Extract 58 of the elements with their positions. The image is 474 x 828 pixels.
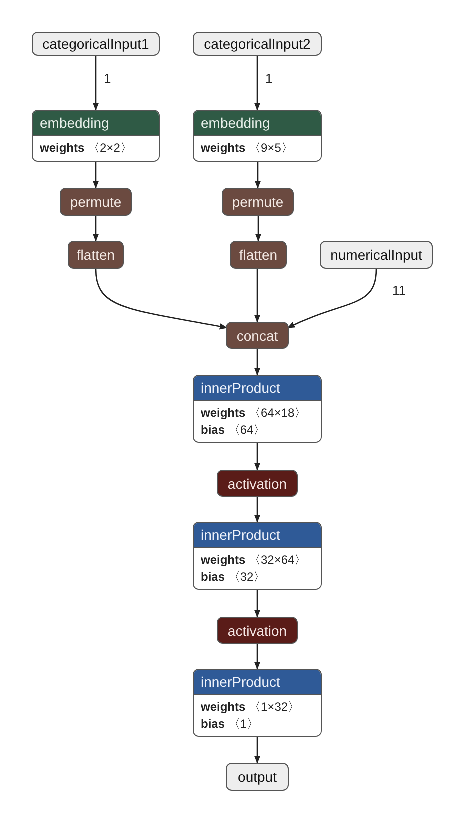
layer-title: permute (232, 194, 284, 210)
layer-box (222, 188, 294, 216)
layer-title: categoricalInput1 (42, 36, 150, 52)
attribute-text: weights 〈2×2〉 (40, 140, 134, 157)
arrow (95, 268, 228, 330)
edge-label: 1 (264, 71, 275, 86)
edge-label: 11 (390, 283, 408, 298)
arrow (254, 497, 261, 523)
layer-box (217, 470, 298, 497)
arrow (92, 56, 100, 111)
arrow (255, 216, 262, 242)
input-box (320, 241, 433, 269)
layer-box (193, 669, 322, 737)
attribute-text: bias 〈1〉 (201, 716, 260, 733)
attribute-text: weights 〈64×18〉 (201, 405, 308, 422)
attribute-text: weights 〈1×32〉 (201, 699, 302, 716)
arrow (254, 162, 262, 189)
layer-box (68, 241, 124, 269)
arrow (254, 443, 261, 471)
layer-box (193, 110, 322, 162)
arrow (254, 644, 261, 670)
attribute-text: bias 〈32〉 (201, 569, 267, 586)
layer-box (193, 522, 322, 590)
layer-title: flatten (239, 247, 278, 263)
attribute-text: weights 〈32×64〉 (201, 552, 308, 569)
arrow (254, 56, 261, 111)
arrow (287, 268, 378, 329)
layer-box (217, 617, 298, 644)
layer-box (230, 241, 287, 269)
layer-title: embedding (40, 115, 110, 131)
layer-title: innerProduct (201, 674, 280, 690)
layer-title: categoricalInput2 (204, 36, 311, 52)
layer-box (32, 110, 160, 162)
input-box (226, 763, 289, 791)
input-box (193, 32, 322, 56)
layer-title: permute (70, 194, 122, 210)
arrow (92, 162, 100, 189)
layer-title: output (238, 769, 277, 785)
layer-box (60, 188, 132, 216)
layer-title: innerProduct (201, 380, 280, 396)
layer-box (226, 322, 289, 349)
layer-title: numericalInput (330, 247, 422, 263)
layer-title: embedding (201, 115, 270, 131)
input-box (32, 32, 160, 56)
arrow (92, 216, 100, 242)
arrow (254, 590, 261, 618)
attribute-text: bias 〈64〉 (201, 422, 267, 439)
layer-title: concat (236, 328, 278, 344)
layer-title: flatten (76, 247, 116, 263)
arrow (254, 737, 261, 764)
edge-label: 1 (102, 71, 114, 86)
attribute-text: weights 〈9×5〉 (201, 140, 294, 157)
layer-title: activation (228, 476, 288, 492)
arrow (254, 269, 261, 323)
layer-title: innerProduct (201, 527, 280, 543)
layer-box (193, 375, 322, 443)
layer-title: activation (228, 622, 288, 638)
arrow (254, 349, 261, 376)
